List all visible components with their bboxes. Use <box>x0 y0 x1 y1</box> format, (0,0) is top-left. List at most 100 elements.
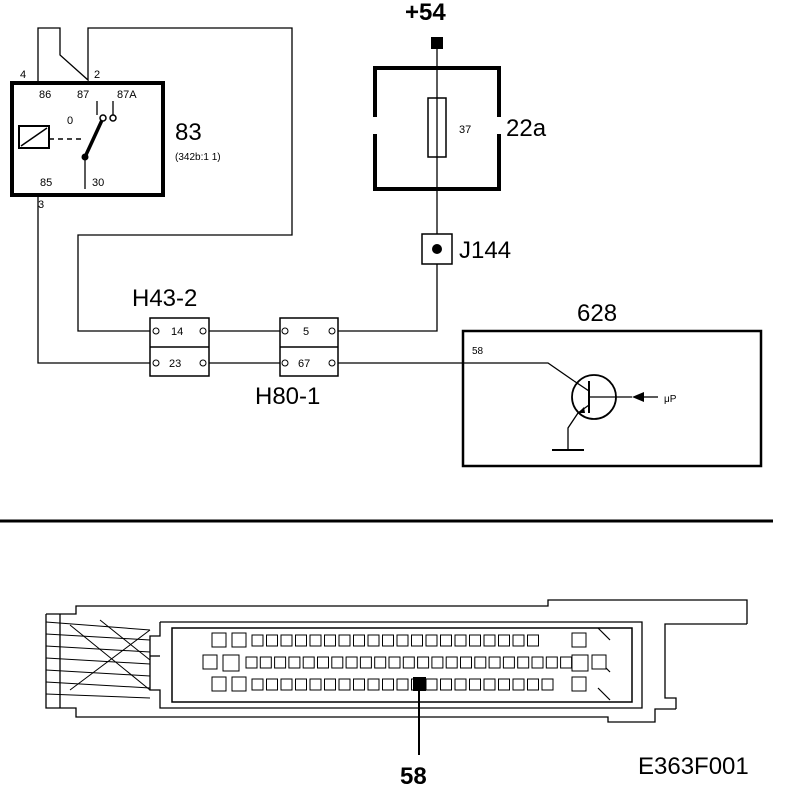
relay-pin-87: 87 <box>77 89 89 101</box>
junction-id: J144 <box>459 237 511 264</box>
ecu-pin-socket <box>280 634 293 647</box>
ecu-pin-socket <box>571 676 587 692</box>
ecu-pin-socket <box>469 678 481 691</box>
fuse-value: 37 <box>459 124 471 136</box>
ecu-pin-socket <box>440 678 452 691</box>
ecu-pin-socket <box>367 678 380 691</box>
ecu-pin-socket <box>359 656 372 669</box>
ecu-pin-socket <box>498 678 510 691</box>
ecu-pin-socket <box>259 656 272 669</box>
ecu-pin-socket <box>531 656 544 669</box>
relay-coil-icon <box>18 125 50 149</box>
ecu-pin-socket <box>545 656 558 669</box>
relay-pin-0: 0 <box>67 115 73 127</box>
ecu-pin-socket <box>353 678 365 691</box>
ecu-pin-callout: 58 <box>400 763 427 790</box>
ecu-pin-socket <box>469 634 481 647</box>
module-box <box>461 329 763 468</box>
ecu-pin-socket <box>295 634 307 647</box>
connector-h80-pin-top: 5 <box>303 326 309 338</box>
ecu-pin-socket <box>251 634 264 647</box>
ecu-pin-socket <box>512 678 525 691</box>
ecu-pin-socket <box>402 656 415 669</box>
ecu-pin-socket <box>353 634 365 647</box>
ecu-pin-socket <box>541 678 554 691</box>
ecu-pin-58-highlight <box>413 677 426 691</box>
ecu-pin-socket <box>317 656 329 669</box>
ecu-pin-socket <box>440 634 452 647</box>
ecu-pin-socket <box>396 678 409 691</box>
ecu-pin-socket <box>425 678 438 691</box>
ecu-pin-socket <box>474 656 487 669</box>
ecu-pin-socket <box>560 656 573 669</box>
relay-pin-30: 30 <box>92 177 104 189</box>
relay-box <box>10 81 165 197</box>
ecu-pin-socket <box>231 632 247 648</box>
power-label: +54 <box>405 0 446 26</box>
relay-pin-3: 3 <box>38 199 44 211</box>
power-terminal-icon <box>431 37 443 49</box>
ecu-pin-socket <box>251 678 264 691</box>
ecu-pin-socket <box>295 678 307 691</box>
ecu-pin-socket <box>411 634 423 647</box>
ecu-pin-socket <box>302 656 315 669</box>
wire-bundle-icon <box>45 619 151 699</box>
ecu-pin-socket <box>266 678 278 691</box>
ecu-connector: 58 <box>45 599 748 790</box>
junction-dot-icon <box>432 244 442 254</box>
ecu-pin-socket <box>324 634 336 647</box>
connector-h43-pin-top: 14 <box>171 326 183 338</box>
ecu-pin-socket <box>231 676 247 692</box>
connector-h80-pin-bottom: 67 <box>298 358 310 370</box>
ecu-pin-socket <box>388 656 401 669</box>
ecu-pin-socket <box>417 656 430 669</box>
ecu-pin-socket <box>502 656 515 669</box>
ecu-pin-socket <box>488 656 501 669</box>
junction-j144: J144 <box>338 233 511 332</box>
ecu-pin-socket <box>527 634 539 647</box>
module-mp-label: μP <box>664 394 677 405</box>
ecu-pin-socket <box>517 656 530 669</box>
ecu-pin-socket <box>483 678 496 691</box>
ecu-pin-socket <box>280 678 293 691</box>
figure-code: E363F001 <box>638 753 749 780</box>
module-pin: 58 <box>472 346 484 357</box>
relay-pin-87a: 87A <box>117 89 137 101</box>
ecu-pin-socket <box>445 656 458 669</box>
connector-h80-id: H80-1 <box>255 383 320 410</box>
ecu-pin-socket <box>288 656 301 669</box>
ecu-pin-socket <box>274 656 287 669</box>
ecu-pin-socket <box>527 678 539 691</box>
ecu-pin-grid <box>202 632 607 692</box>
ecu-pin-socket <box>571 632 587 648</box>
relay-pin-85: 85 <box>40 177 52 189</box>
relay-id: 83 <box>175 119 202 146</box>
relay-sub: (342b:1 1) <box>175 152 221 163</box>
ecu-pin-socket <box>211 676 227 692</box>
ecu-pin-socket <box>512 634 525 647</box>
connector-h80-1: 5 67 H80-1 <box>255 317 339 410</box>
ecu-pin-socket <box>345 656 358 669</box>
ecu-pin-socket <box>309 634 322 647</box>
ecu-pin-socket <box>338 634 351 647</box>
ecu-pin-socket <box>374 656 387 669</box>
relay-wiring <box>37 27 293 364</box>
connector-h43-id: H43-2 <box>132 285 197 312</box>
ecu-pin-socket <box>338 678 351 691</box>
ecu-pin-socket <box>571 654 589 672</box>
relay-pin-4: 4 <box>20 69 26 81</box>
fuse-id: 22a <box>506 115 547 142</box>
ecu-pin-socket <box>245 656 258 669</box>
ecu-pin-socket <box>309 678 322 691</box>
ecu-pin-socket <box>367 634 380 647</box>
ecu-pin-socket <box>454 678 467 691</box>
connector-h43-2: H43-2 14 23 <box>132 285 210 377</box>
ecu-pin-socket <box>266 634 278 647</box>
ecu-pin-socket <box>382 678 394 691</box>
relay-pin-86: 86 <box>39 89 51 101</box>
signal-arrow-icon <box>632 392 644 402</box>
ecu-pin-socket <box>324 678 336 691</box>
connector-h43-pin-bottom: 23 <box>169 358 181 370</box>
relay-pin-2: 2 <box>94 69 100 81</box>
